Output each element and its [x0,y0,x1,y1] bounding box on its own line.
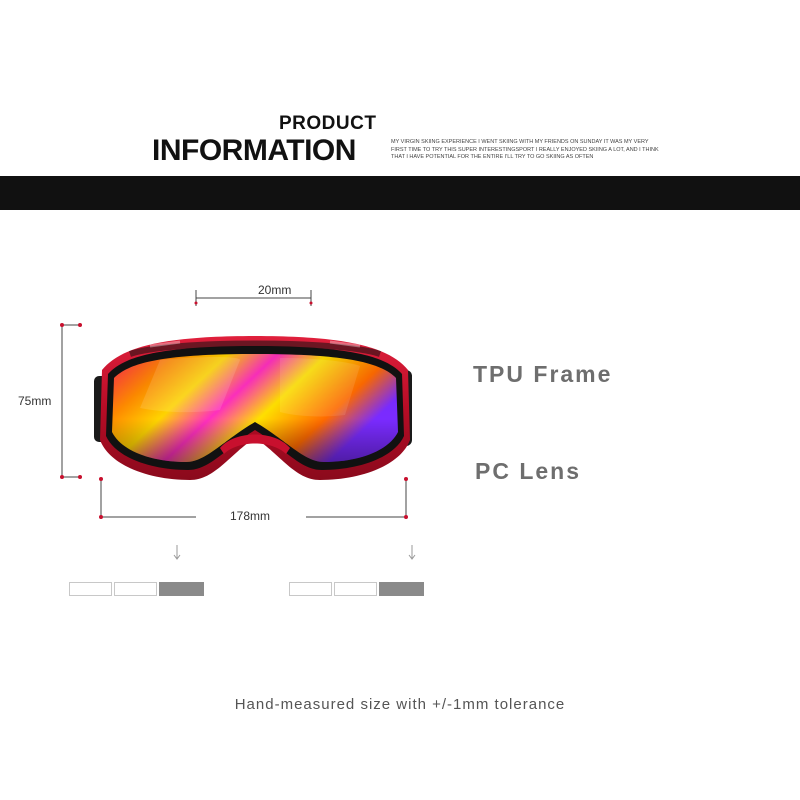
swatch-white-3 [289,582,332,596]
width-dimension-label: 178mm [230,509,271,523]
feature-lens-label: PC Lens [475,458,582,484]
height-dimension-label: 75mm [18,394,52,408]
header-blurb: MY VIRGIN SKIING EXPERIENCE I WENT SKIIN… [391,139,659,160]
swatch-white-1 [69,582,112,596]
bridge-dimension-label: 20mm [258,283,292,297]
swatch-grey-1 [159,582,204,596]
tolerance-caption: Hand-measured size with +/-1mm tolerance [234,696,566,713]
feature-frame-label: TPU Frame [473,361,613,387]
swatch-white-4 [334,582,377,596]
header-title-small: PRODUCT [279,113,377,134]
goggles-image [94,336,412,480]
header-title-big: INFORMATION [152,134,356,167]
header-band [0,176,800,210]
swatch-grey-2 [379,582,424,596]
swatch-white-2 [114,582,157,596]
